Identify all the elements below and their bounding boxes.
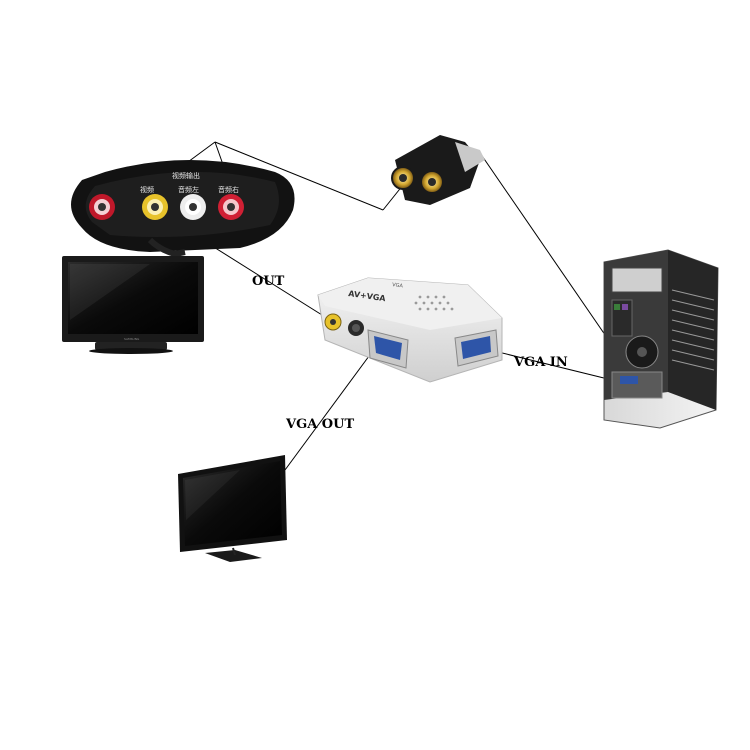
av-output-panel: 视频输出 视频 音频左 音频右 <box>71 160 295 258</box>
av-jack-label-audio-left: 音频左 <box>178 185 199 194</box>
rca-y-adapter <box>391 135 485 205</box>
rca-jack-white <box>180 194 206 220</box>
label-out: OUT <box>252 274 285 289</box>
pc-tower <box>603 249 719 429</box>
converter-vga-in-port <box>454 329 499 367</box>
rca-jack-yellow <box>142 194 168 220</box>
label-vga-in: VGA IN <box>514 355 568 370</box>
av-jack-label-audio-right: 音频右 <box>218 185 239 194</box>
line-vga-out <box>284 351 373 471</box>
vent-holes <box>414 295 454 311</box>
converter-rca-port <box>324 313 342 331</box>
converter-svideo-port <box>348 320 364 336</box>
connection-lines <box>149 141 613 471</box>
flat-tv-top-left: SAMSUNG <box>62 256 204 354</box>
line-adapter-to-pc <box>477 149 613 346</box>
converter-model-text: VGA <box>392 282 404 290</box>
line-vga-in <box>489 349 613 381</box>
line-label-to-adapter <box>214 141 384 211</box>
av-to-vga-converter: AV+VGA VGA <box>317 277 503 383</box>
rca-jack-red <box>218 194 244 220</box>
label-vga-out: VGA OUT <box>286 417 355 432</box>
av-jack-label-video: 视频 <box>140 185 154 194</box>
tv-brand-label: SAMSUNG <box>124 337 140 341</box>
av-panel-heading: 视频输出 <box>172 171 200 180</box>
converter-vga-out-port <box>367 329 409 369</box>
monitor-bottom-left <box>178 455 287 562</box>
rca-jack-extra-red <box>89 194 115 220</box>
